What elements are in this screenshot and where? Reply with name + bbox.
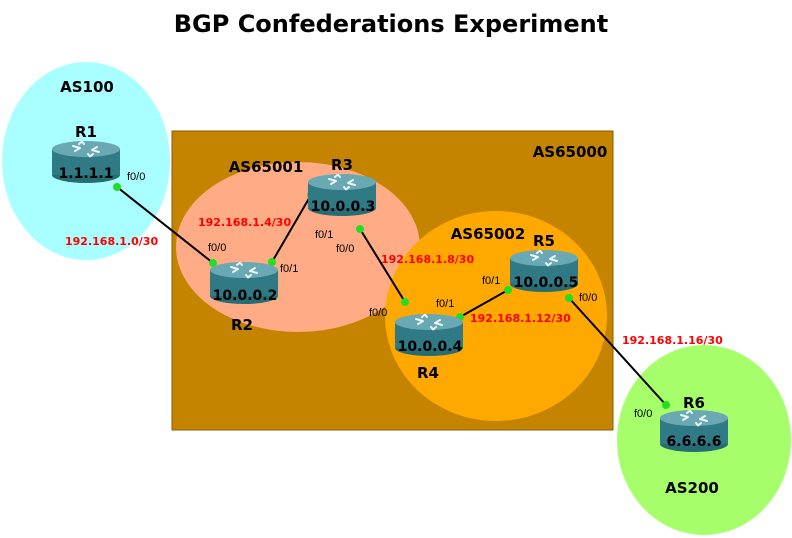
iface-label-r4-f01: f0/1 [436,298,454,310]
port-r5-f00 [565,294,573,302]
router-r5[interactable]: R5 10.0.0.5 [509,232,579,292]
port-r6-f00 [662,401,670,409]
subnet-label-r4-r5: 192.168.1.12/30 [470,312,571,325]
as65002-label: AS65002 [451,225,526,243]
router-r1[interactable]: R1 1.1.1.1 [51,123,121,183]
as200-label: AS200 [665,479,719,497]
router-r4[interactable]: R4 10.0.0.4 [394,314,464,382]
iface-label-r5-f01: f0/1 [482,275,500,287]
iface-label-r2-f01: f0/1 [280,263,298,275]
link-r2-r3 [271,194,312,263]
link-r3-r4 [359,228,406,303]
port-r5-f01 [504,286,512,294]
port-r3-f00 [356,225,364,233]
router-name: R2 [231,316,253,334]
router-name: R4 [417,364,439,382]
as100-label: AS100 [60,78,114,96]
router-r2[interactable]: R2 10.0.0.2 [209,262,279,334]
link-r1-r2 [116,186,214,264]
iface-label-r3-f01: f0/1 [315,229,333,241]
diagram-title: BGP Confederations Experiment [174,10,608,38]
router-id: 6.6.6.6 [667,434,722,450]
as65001-label: AS65001 [229,158,304,176]
as65000-label: AS65000 [533,143,608,161]
router-r3[interactable]: R3 10.0.0.3 [307,156,377,216]
iface-label-r1-f00: f0/0 [127,171,145,183]
router-r6[interactable]: R6 6.6.6.6 [659,394,729,452]
port-r2-f01 [268,258,276,266]
port-r4-f00 [401,298,409,306]
iface-label-r4-f00: f0/0 [369,307,387,319]
router-id: 10.0.0.5 [514,275,579,291]
link-r4-r5 [459,289,509,318]
subnet-label-r3-r4: 192.168.1.8/30 [381,253,474,266]
iface-label-r2-f00: f0/0 [208,242,226,254]
subnet-label-r1-r2: 192.168.1.0/30 [65,235,158,248]
port-r1-f00 [113,183,121,191]
subnet-label-r2-r3: 192.168.1.4/30 [198,216,291,229]
router-id: 10.0.0.2 [213,288,278,304]
router-name: R6 [683,394,705,412]
router-id: 10.0.0.4 [398,339,463,355]
link-r5-r6 [568,297,667,406]
port-r2-f00 [209,259,217,267]
router-name: R1 [75,123,97,141]
iface-label-r3-f00: f0/0 [336,243,354,255]
router-id: 10.0.0.3 [311,199,376,215]
iface-label-r6-f00: f0/0 [634,408,652,420]
router-name: R5 [533,232,555,250]
iface-label-r5-f00: f0/0 [579,292,597,304]
router-id: 1.1.1.1 [59,166,114,182]
subnet-label-r5-r6: 192.168.1.16/30 [622,334,723,347]
router-name: R3 [331,156,353,174]
